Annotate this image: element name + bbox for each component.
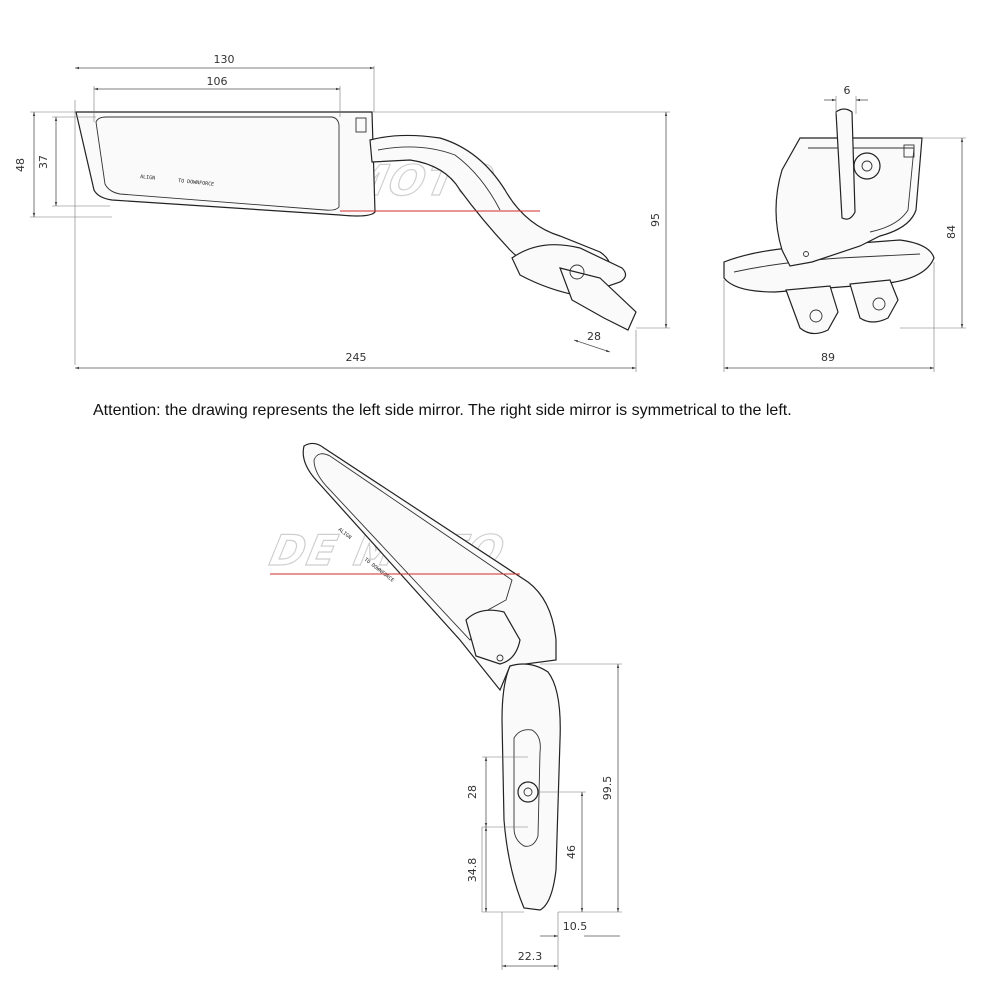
mirror-glass-bottom	[313, 453, 513, 641]
dim-line-28-side	[573, 339, 611, 353]
pivot-bolt-front	[861, 160, 873, 172]
dim-lower-height: 46	[565, 845, 578, 859]
dim-overall-width: 130	[214, 53, 235, 66]
dim-mount-slot: 28	[587, 330, 601, 343]
dim-slot-length: 28	[466, 785, 479, 799]
arm-contour	[377, 146, 501, 211]
mirror-glass-edge	[835, 108, 856, 220]
dim-overall-height: 48	[14, 158, 27, 172]
mark-to-downforce: TO DOWNFORCE	[178, 178, 215, 188]
dim-glass-thickness: 6	[844, 84, 851, 97]
mount-slot	[513, 729, 541, 847]
dim-total-height: 95	[649, 213, 662, 227]
dim-front-height: 84	[945, 225, 958, 239]
housing-notch	[355, 117, 367, 133]
mirror-glass-side	[95, 116, 340, 211]
mount-view: DE MOTO ALIGN TO DOWNFORCE 28 34.8 99.5	[265, 442, 622, 970]
dim-offset-small: 10.5	[563, 920, 588, 933]
dim-total-length: 245	[346, 351, 367, 364]
mirror-housing-side	[75, 111, 376, 217]
mount-bolt	[517, 781, 539, 803]
stem-contour	[808, 147, 915, 233]
dim-front-width: 89	[821, 351, 835, 364]
pivot-cylinder	[465, 609, 521, 665]
dim-glass-height: 37	[37, 155, 50, 169]
attention-note: Attention: the drawing represents the le…	[93, 402, 792, 419]
mount-bolt-side	[569, 264, 585, 280]
dim-glass-width: 106	[207, 75, 228, 88]
mount-bracket-side	[559, 267, 637, 331]
dim-offset-width: 22.3	[518, 950, 543, 963]
dim-bolt-to-bottom: 34.8	[466, 858, 479, 883]
side-view: DE MOTO ALIGN TO DOWNFORCE 130 106 48	[14, 53, 670, 372]
front-view: 6 84 89	[723, 84, 966, 372]
dim-bolt-to-top: 99.5	[601, 776, 614, 801]
mount-lug-left	[785, 285, 839, 335]
mark-align: ALIGN	[140, 174, 156, 182]
